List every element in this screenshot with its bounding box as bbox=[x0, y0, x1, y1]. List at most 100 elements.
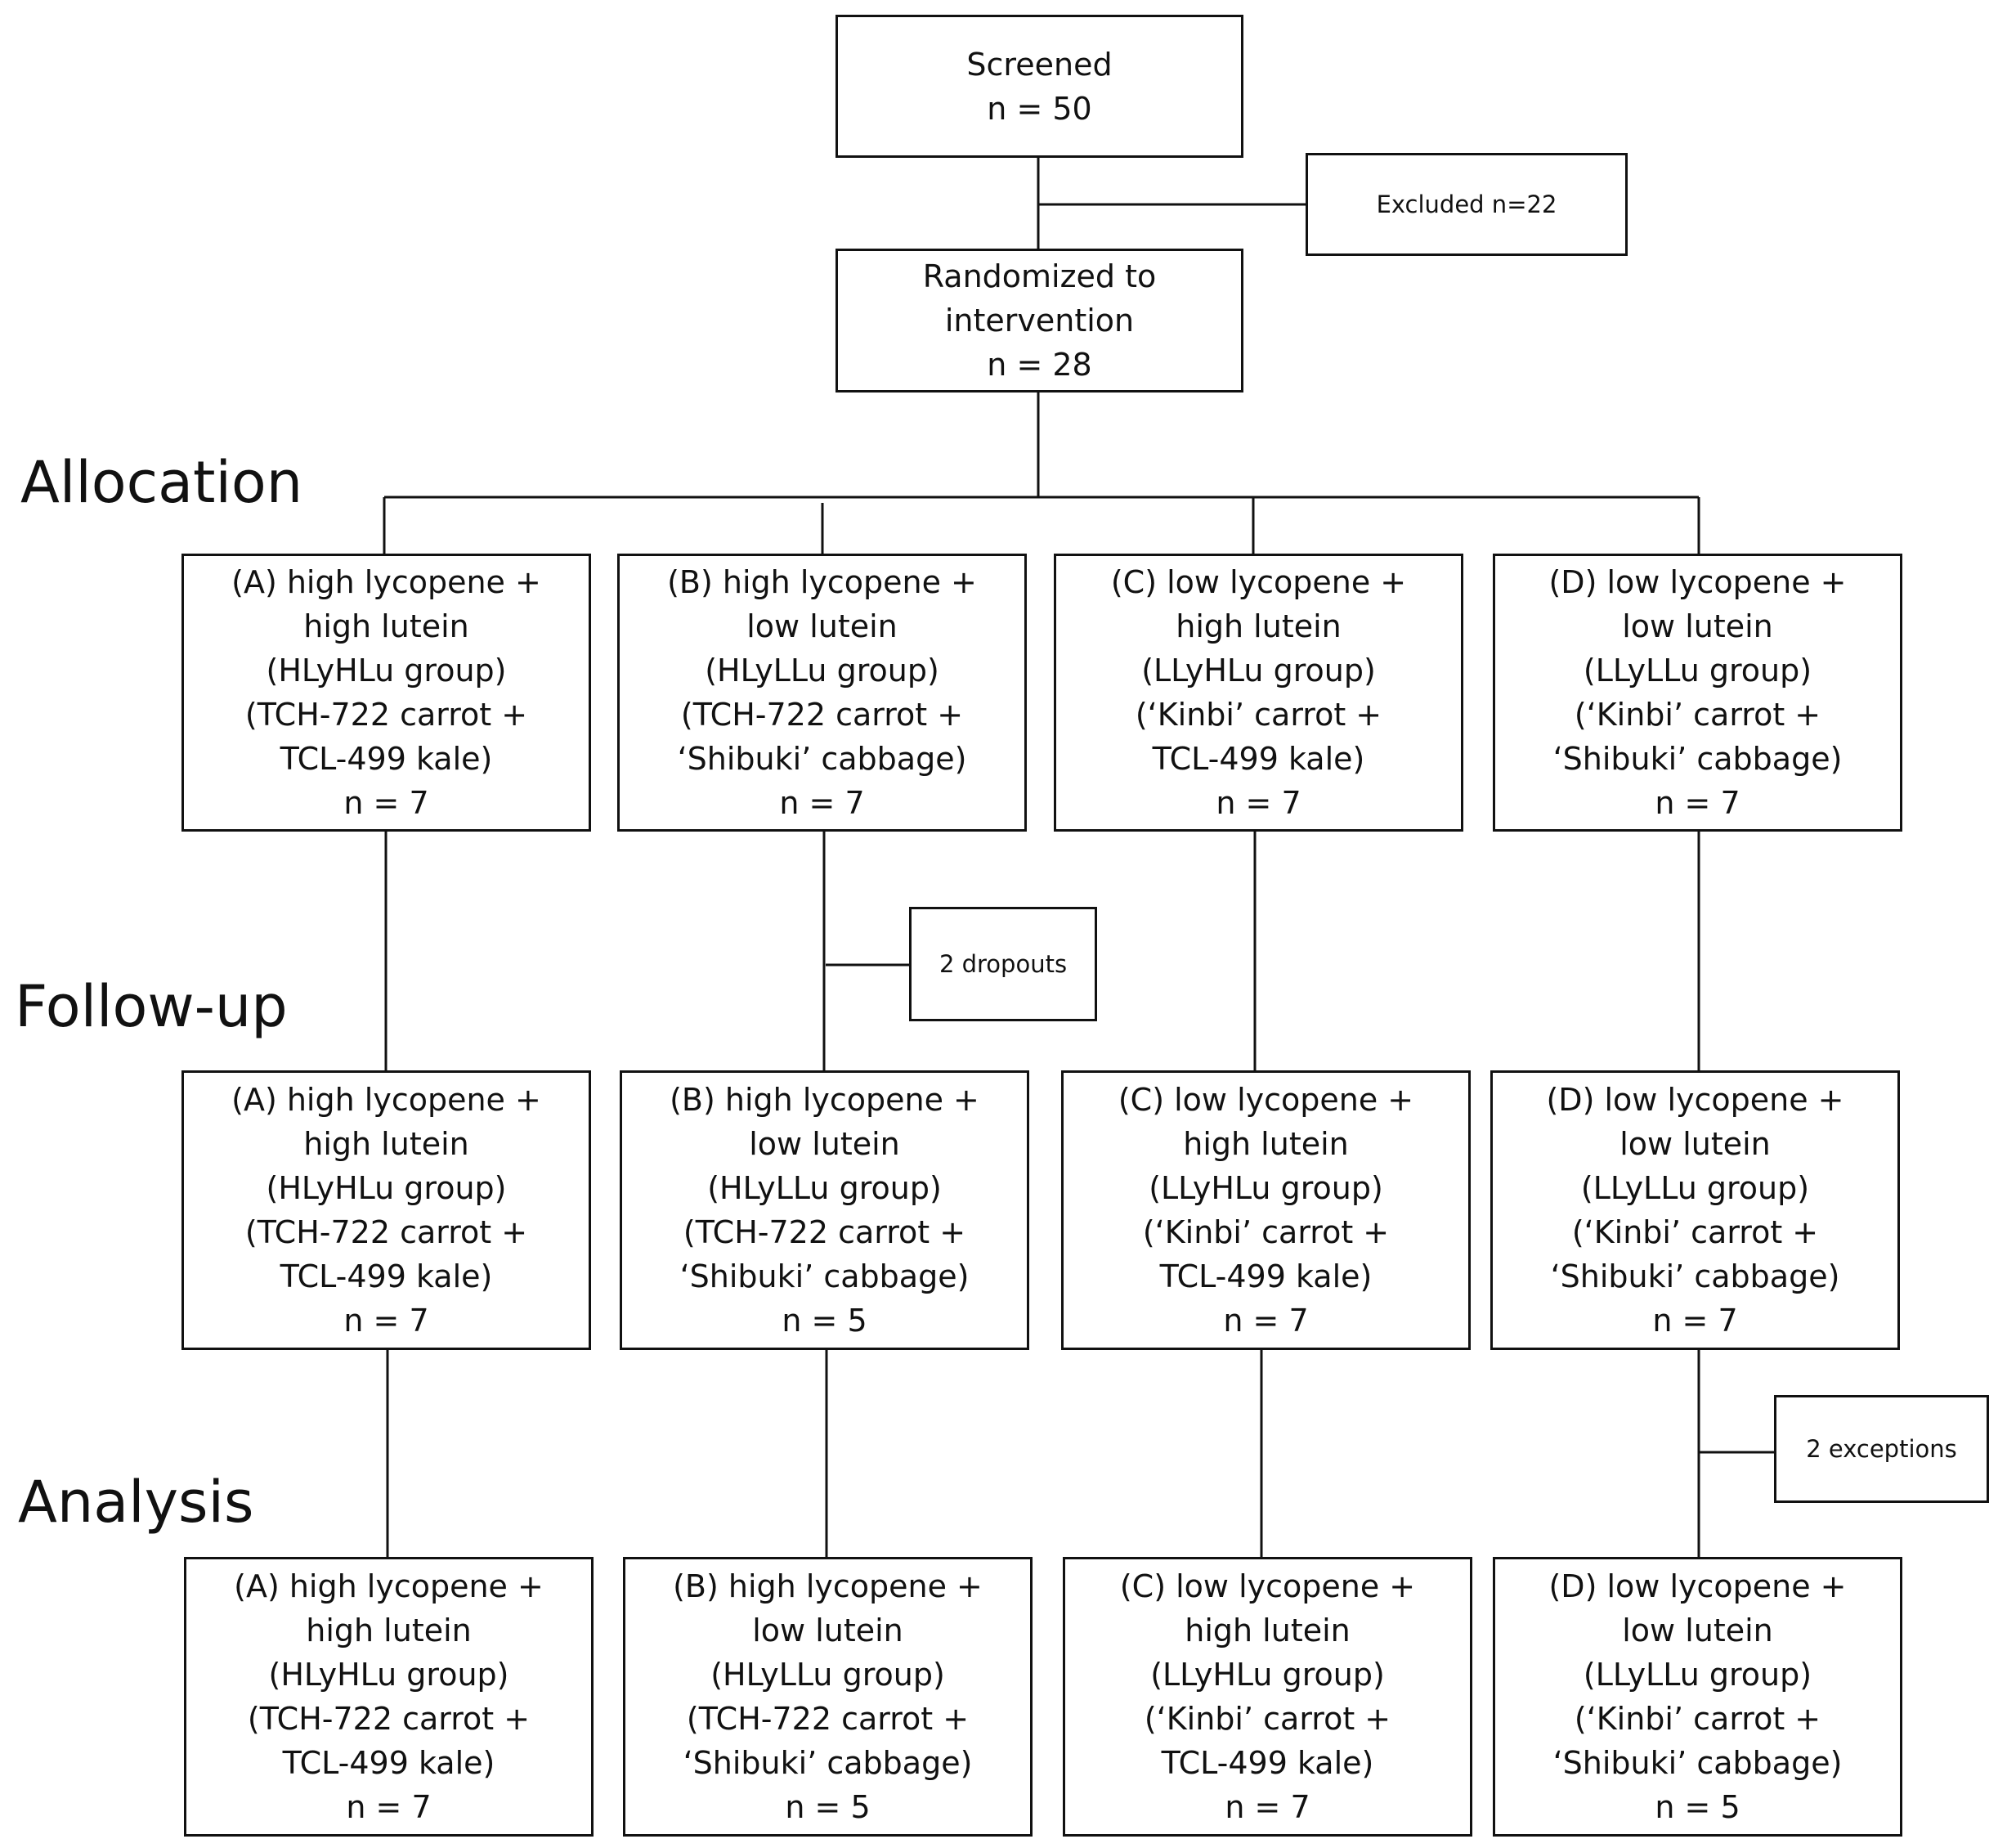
group-d-line-5: ‘Shibuki’ cabbage) bbox=[1552, 1745, 1843, 1781]
exceptions-label: 2 exceptions bbox=[1806, 1435, 1957, 1463]
analysis-group-a-box: (A) high lycopene + high lutein (HLyHLu … bbox=[184, 1557, 594, 1837]
dropouts-label: 2 dropouts bbox=[939, 950, 1068, 978]
group-a-line-4: (TCH-722 carrot + bbox=[247, 1701, 531, 1737]
group-c-line-4: (‘Kinbi’ carrot + bbox=[1142, 1214, 1390, 1250]
group-d-line-4: (‘Kinbi’ carrot + bbox=[1574, 697, 1821, 733]
follow-up-group-a-box: (A) high lycopene + high lutein (HLyHLu … bbox=[181, 1070, 591, 1350]
group-c-count: n = 7 bbox=[1223, 1303, 1309, 1339]
follow-up-group-c-box: (C) low lycopene + high lutein (LLyHLu g… bbox=[1061, 1070, 1471, 1350]
group-c-line-4: (‘Kinbi’ carrot + bbox=[1144, 1701, 1391, 1737]
stage-allocation-label: Allocation bbox=[20, 449, 303, 516]
allocation-group-b-box: (B) high lycopene + low lutein (HLyLLu g… bbox=[617, 554, 1027, 832]
group-a-line-5: TCL-499 kale) bbox=[280, 1258, 493, 1294]
group-d-line-1: (D) low lycopene + bbox=[1546, 1082, 1844, 1118]
group-a-line-4: (TCH-722 carrot + bbox=[244, 1214, 528, 1250]
group-c-line-2: high lutein bbox=[1183, 1126, 1349, 1162]
allocation-group-d-box: (D) low lycopene + low lutein (LLyLLu gr… bbox=[1493, 554, 1902, 832]
group-c-line-1: (C) low lycopene + bbox=[1119, 1568, 1416, 1604]
randomized-box: Randomized to intervention n = 28 bbox=[835, 249, 1243, 392]
group-b-line-4: (TCH-722 carrot + bbox=[680, 697, 964, 733]
group-c-line-2: high lutein bbox=[1185, 1613, 1351, 1648]
group-d-line-5: ‘Shibuki’ cabbage) bbox=[1550, 1258, 1840, 1294]
group-d-count: n = 5 bbox=[1655, 1789, 1740, 1825]
group-b-line-5: ‘Shibuki’ cabbage) bbox=[677, 741, 967, 777]
group-c-line-5: TCL-499 kale) bbox=[1159, 1258, 1373, 1294]
group-a-line-2: high lutein bbox=[306, 1613, 472, 1648]
group-b-line-1: (B) high lycopene + bbox=[673, 1568, 983, 1604]
analysis-group-d-box: (D) low lycopene + low lutein (LLyLLu gr… bbox=[1493, 1557, 1902, 1837]
randomized-count: n = 28 bbox=[987, 347, 1092, 383]
group-a-count: n = 7 bbox=[346, 1789, 432, 1825]
group-b-line-5: ‘Shibuki’ cabbage) bbox=[683, 1745, 973, 1781]
group-c-line-5: TCL-499 kale) bbox=[1152, 741, 1365, 777]
group-c-line-2: high lutein bbox=[1176, 608, 1342, 644]
exceptions-box: 2 exceptions bbox=[1774, 1395, 1989, 1503]
excluded-label: Excluded n=22 bbox=[1376, 191, 1557, 218]
group-a-line-5: TCL-499 kale) bbox=[280, 741, 493, 777]
group-d-line-3: (LLyLLu group) bbox=[1580, 1170, 1810, 1206]
group-a-line-2: high lutein bbox=[303, 1126, 469, 1162]
randomized-label-2: intervention bbox=[944, 303, 1135, 339]
excluded-box: Excluded n=22 bbox=[1306, 153, 1628, 256]
group-d-line-3: (LLyLLu group) bbox=[1583, 1657, 1812, 1693]
group-a-count: n = 7 bbox=[343, 1303, 429, 1339]
group-d-line-3: (LLyLLu group) bbox=[1583, 653, 1812, 689]
group-a-line-4: (TCH-722 carrot + bbox=[244, 697, 528, 733]
group-a-line-1: (A) high lycopene + bbox=[231, 1082, 541, 1118]
screened-box: Screened n = 50 bbox=[835, 15, 1243, 158]
group-a-line-1: (A) high lycopene + bbox=[231, 564, 541, 600]
group-d-line-5: ‘Shibuki’ cabbage) bbox=[1552, 741, 1843, 777]
group-c-line-3: (LLyHLu group) bbox=[1141, 653, 1376, 689]
group-b-line-2: low lutein bbox=[749, 1126, 900, 1162]
group-b-line-1: (B) high lycopene + bbox=[670, 1082, 979, 1118]
screened-label: Screened bbox=[966, 46, 1113, 83]
group-a-line-1: (A) high lycopene + bbox=[234, 1568, 544, 1604]
follow-up-group-d-box: (D) low lycopene + low lutein (LLyLLu gr… bbox=[1490, 1070, 1900, 1350]
group-d-line-2: low lutein bbox=[1619, 1126, 1771, 1162]
group-d-count: n = 7 bbox=[1652, 1303, 1738, 1339]
group-d-line-4: (‘Kinbi’ carrot + bbox=[1571, 1214, 1819, 1250]
dropouts-box: 2 dropouts bbox=[909, 907, 1097, 1021]
analysis-group-b-box: (B) high lycopene + low lutein (HLyLLu g… bbox=[623, 1557, 1033, 1837]
group-b-line-3: (HLyLLu group) bbox=[705, 653, 939, 689]
group-b-line-1: (B) high lycopene + bbox=[667, 564, 977, 600]
group-d-line-1: (D) low lycopene + bbox=[1548, 1568, 1847, 1604]
group-c-line-1: (C) low lycopene + bbox=[1118, 1082, 1414, 1118]
group-c-line-4: (‘Kinbi’ carrot + bbox=[1135, 697, 1382, 733]
stage-follow-up-label: Follow-up bbox=[15, 973, 288, 1040]
group-b-line-5: ‘Shibuki’ cabbage) bbox=[679, 1258, 970, 1294]
group-b-line-3: (HLyLLu group) bbox=[707, 1170, 942, 1206]
stage-analysis-label: Analysis bbox=[18, 1469, 254, 1536]
group-a-count: n = 7 bbox=[343, 785, 429, 821]
group-c-count: n = 7 bbox=[1225, 1789, 1310, 1825]
group-b-line-2: low lutein bbox=[746, 608, 898, 644]
group-c-count: n = 7 bbox=[1216, 785, 1301, 821]
group-a-line-3: (HLyHLu group) bbox=[266, 1170, 507, 1206]
group-d-line-4: (‘Kinbi’ carrot + bbox=[1574, 1701, 1821, 1737]
randomized-label-1: Randomized to bbox=[922, 258, 1157, 294]
group-b-count: n = 7 bbox=[779, 785, 865, 821]
group-b-line-3: (HLyLLu group) bbox=[710, 1657, 945, 1693]
group-b-line-4: (TCH-722 carrot + bbox=[686, 1701, 970, 1737]
follow-up-group-b-box: (B) high lycopene + low lutein (HLyLLu g… bbox=[620, 1070, 1029, 1350]
group-c-line-3: (LLyHLu group) bbox=[1149, 1170, 1383, 1206]
analysis-group-c-box: (C) low lycopene + high lutein (LLyHLu g… bbox=[1063, 1557, 1472, 1837]
group-a-line-3: (HLyHLu group) bbox=[268, 1657, 509, 1693]
group-a-line-5: TCL-499 kale) bbox=[282, 1745, 495, 1781]
group-c-line-3: (LLyHLu group) bbox=[1150, 1657, 1385, 1693]
group-d-line-1: (D) low lycopene + bbox=[1548, 564, 1847, 600]
group-d-count: n = 7 bbox=[1655, 785, 1740, 821]
group-b-line-2: low lutein bbox=[752, 1613, 903, 1648]
group-d-line-2: low lutein bbox=[1622, 608, 1773, 644]
allocation-group-c-box: (C) low lycopene + high lutein (LLyHLu g… bbox=[1054, 554, 1463, 832]
group-c-line-1: (C) low lycopene + bbox=[1110, 564, 1407, 600]
group-a-line-3: (HLyHLu group) bbox=[266, 653, 507, 689]
group-c-line-5: TCL-499 kale) bbox=[1161, 1745, 1374, 1781]
group-b-line-4: (TCH-722 carrot + bbox=[683, 1214, 966, 1250]
allocation-group-a-box: (A) high lycopene + high lutein (HLyHLu … bbox=[181, 554, 591, 832]
screened-count: n = 50 bbox=[987, 90, 1092, 127]
group-a-line-2: high lutein bbox=[303, 608, 469, 644]
group-d-line-2: low lutein bbox=[1622, 1613, 1773, 1648]
